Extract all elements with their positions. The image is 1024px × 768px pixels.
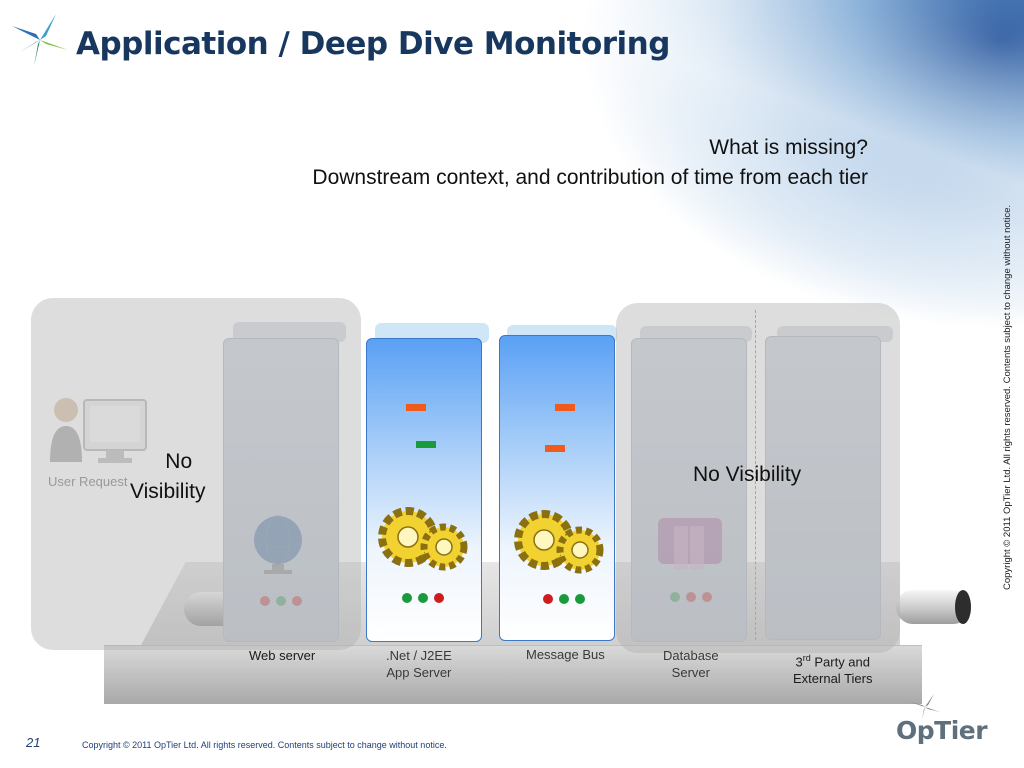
no-visibility-overlay-right — [616, 303, 900, 653]
tier-label-ordinal: 3 — [795, 654, 803, 670]
status-dot-red — [260, 596, 270, 606]
status-dot-green — [575, 594, 585, 604]
no-visibility-overlay-left — [31, 298, 361, 650]
background-streak — [560, 0, 1024, 300]
tier-database — [631, 338, 747, 642]
status-dot-red — [686, 592, 696, 602]
user-request-icon — [50, 398, 147, 463]
status-dot-green — [559, 594, 569, 604]
tier-label-line: Database — [663, 648, 719, 663]
tier-label-app-server: .Net / J2EE App Server — [386, 647, 452, 681]
status-dash-orange — [406, 404, 426, 411]
tier-web-server — [223, 338, 339, 642]
tier-label-rest: Party and — [810, 654, 870, 670]
no-visibility-left-line1: No — [165, 450, 193, 473]
tier-divider — [755, 310, 756, 640]
globe-icon — [254, 515, 302, 574]
tier-label-line: Server — [671, 665, 710, 680]
user-request-label: User Request — [48, 474, 128, 489]
question-text: What is missing? — [709, 136, 868, 159]
tier-app-server — [366, 338, 482, 642]
brand-logo: OpTier — [896, 716, 988, 745]
subtitle-text: Downstream context, and contribution of … — [312, 166, 868, 189]
no-visibility-right: No Visibility — [693, 463, 802, 486]
status-dash-orange — [555, 404, 575, 411]
no-visibility-left-line2: Visibility — [130, 480, 206, 503]
status-dot-green — [670, 592, 680, 602]
status-dot-green — [418, 593, 428, 603]
tier-label-line: External Tiers — [793, 671, 873, 687]
pipe-cap — [955, 590, 971, 624]
tier-back-web — [233, 322, 346, 342]
gears-icon — [378, 507, 468, 571]
tier-label-line: 3rd Party and — [793, 650, 872, 670]
optier-star-logo-icon — [12, 14, 68, 66]
status-dot-red — [543, 594, 553, 604]
tier-label-superscript: rd — [802, 653, 811, 663]
status-dot-red — [434, 593, 444, 603]
tier-third-party — [765, 336, 881, 640]
tier-label-line: App Server — [386, 665, 452, 680]
tier-label-line: .Net / J2EE — [386, 648, 452, 663]
gears-icon — [514, 510, 604, 574]
tier-label-web-server: Web server — [249, 647, 315, 664]
status-dash-orange — [545, 445, 565, 452]
footer-copyright: Copyright © 2011 OpTier Ltd. All rights … — [82, 740, 447, 750]
database-icon — [658, 518, 722, 570]
status-dot-red — [292, 596, 302, 606]
tier-label-database: Database Server — [663, 647, 719, 681]
tier-label-message-bus: Message Bus — [526, 646, 605, 663]
no-visibility-left: No Visibility — [130, 447, 205, 507]
tier-label-line: Message Bus — [526, 647, 605, 662]
platform-front — [104, 645, 922, 704]
page-title: Application / Deep Dive Monitoring — [76, 26, 670, 62]
tier-label-third-party: 3rd Party and External Tiers — [793, 650, 872, 687]
side-copyright: Copyright © 2011 OpTier Ltd. All rights … — [1002, 204, 1013, 590]
page-number: 21 — [26, 735, 41, 750]
status-dash-green — [416, 441, 436, 448]
status-dot-red — [702, 592, 712, 602]
status-dot-green — [402, 593, 412, 603]
optier-small-star-icon — [910, 694, 940, 720]
status-dot-green — [276, 596, 286, 606]
tier-label-line: Web server — [249, 648, 316, 663]
tier-message-bus — [499, 335, 615, 641]
